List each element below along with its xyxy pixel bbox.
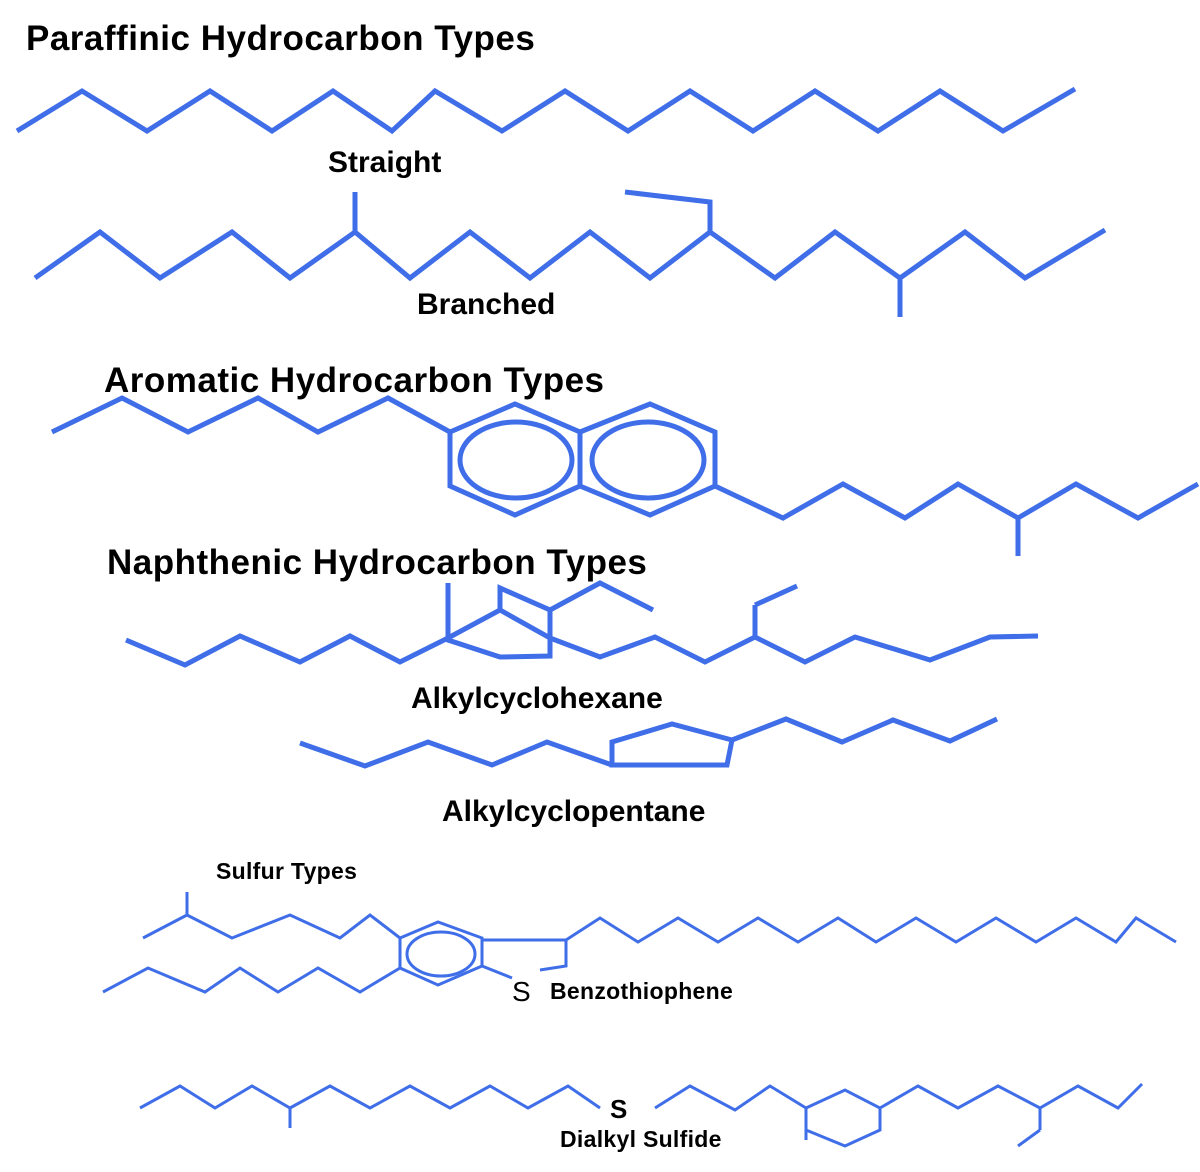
straight-label: Straight — [328, 146, 442, 179]
straight-paraffin-chain — [15, 86, 1077, 135]
alkylcyclopentane — [299, 716, 999, 769]
alkylcyclohexane-label: Alkylcyclohexane — [411, 682, 663, 715]
alkylcyclohexane — [125, 580, 1039, 668]
sulfur-heading: Sulfur Types — [216, 858, 358, 884]
branched-label: Branched — [417, 288, 556, 321]
alkylcyclopentane-label: Alkylcyclopentane — [442, 795, 706, 828]
sulfur-atom-benzothiophene: S — [512, 976, 531, 1007]
alkylbenzothiophene — [102, 892, 1177, 994]
paraffinic-heading: Paraffinic Hydrocarbon Types — [26, 19, 536, 58]
naphthenic-heading: Naphthenic Hydrocarbon Types — [107, 543, 648, 582]
sulfur-atom-dialkyl: S — [610, 1094, 628, 1124]
branched-paraffin — [33, 189, 1107, 317]
dialkyl-sulfide — [139, 1082, 1144, 1148]
benzothiophene-label: Benzothiophene — [550, 978, 734, 1004]
aromatic-heading: Aromatic Hydrocarbon Types — [104, 361, 605, 400]
alkylnaphthalene — [50, 395, 1200, 556]
dialkyl-sulfide-label: Dialkyl Sulfide — [560, 1126, 722, 1152]
